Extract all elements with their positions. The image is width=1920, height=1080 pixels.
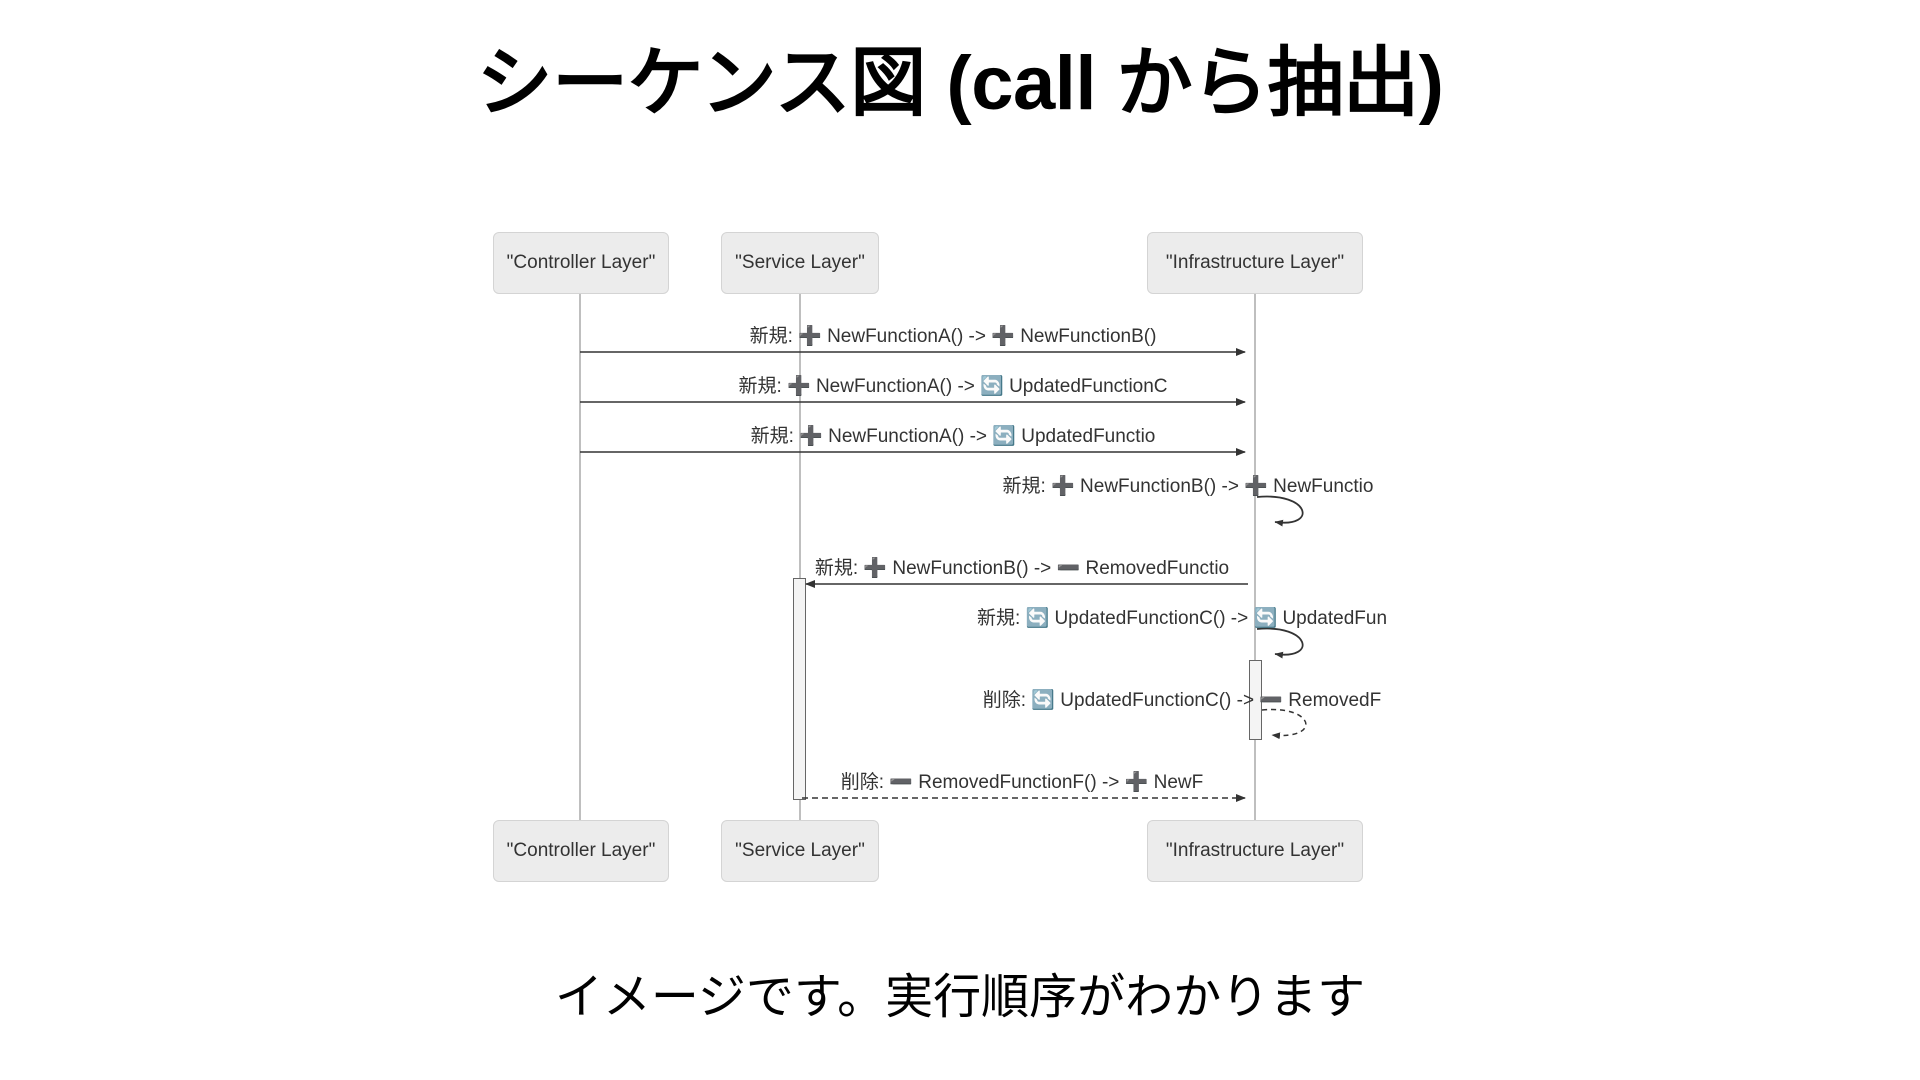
message-label-4: 新規: ➕ NewFunctionB() -> ➕ NewFunctio bbox=[1002, 476, 1374, 497]
participant-label: "Service Layer" bbox=[735, 840, 865, 861]
message-label-5: 新規: ➕ NewFunctionB() -> ➖ RemovedFunctio bbox=[814, 558, 1230, 579]
message-selfloop-7 bbox=[1261, 708, 1307, 740]
page-title: シーケンス図 (call から抽出) bbox=[476, 41, 1444, 126]
participant-label: "Controller Layer" bbox=[506, 252, 656, 273]
message-selfloop-4 bbox=[1256, 495, 1304, 527]
message-label-8: 削除: ➖ RemovedFunctionF() -> ➕ NewF bbox=[840, 772, 1204, 793]
participant-label: "Infrastructure Layer" bbox=[1165, 252, 1345, 273]
participant-label: "Infrastructure Layer" bbox=[1165, 840, 1345, 861]
participant-label: "Service Layer" bbox=[735, 252, 865, 273]
activation-bar-infrastructure bbox=[1249, 660, 1262, 740]
activation-bar-service bbox=[793, 578, 806, 800]
message-label-7: 削除: 🔄 UpdatedFunctionC() -> ➖ RemovedF bbox=[982, 690, 1382, 711]
participant-box-controller-bottom[interactable]: "Controller Layer" bbox=[493, 820, 669, 882]
lifeline-infrastructure bbox=[1254, 294, 1256, 820]
message-label-6: 新規: 🔄 UpdatedFunctionC() -> 🔄 UpdatedFun bbox=[976, 608, 1388, 629]
lifeline-controller bbox=[579, 294, 581, 820]
message-selfloop-6 bbox=[1256, 627, 1304, 659]
message-label-3: 新規: ➕ NewFunctionA() -> 🔄 UpdatedFunctio bbox=[750, 426, 1156, 447]
lifeline-service bbox=[799, 294, 801, 820]
participant-box-controller-top[interactable]: "Controller Layer" bbox=[493, 232, 669, 294]
slide-caption: イメージです。実行順序がわかります bbox=[554, 971, 1366, 1024]
message-label-1: 新規: ➕ NewFunctionA() -> ➕ NewFunctionB() bbox=[749, 326, 1157, 347]
participant-label: "Controller Layer" bbox=[506, 840, 656, 861]
participant-box-infrastructure-bottom[interactable]: "Infrastructure Layer" bbox=[1147, 820, 1363, 882]
message-label-2: 新規: ➕ NewFunctionA() -> 🔄 UpdatedFunctio… bbox=[738, 376, 1168, 397]
participant-box-infrastructure-top[interactable]: "Infrastructure Layer" bbox=[1147, 232, 1363, 294]
participant-box-service-bottom[interactable]: "Service Layer" bbox=[721, 820, 879, 882]
participant-box-service-top[interactable]: "Service Layer" bbox=[721, 232, 879, 294]
